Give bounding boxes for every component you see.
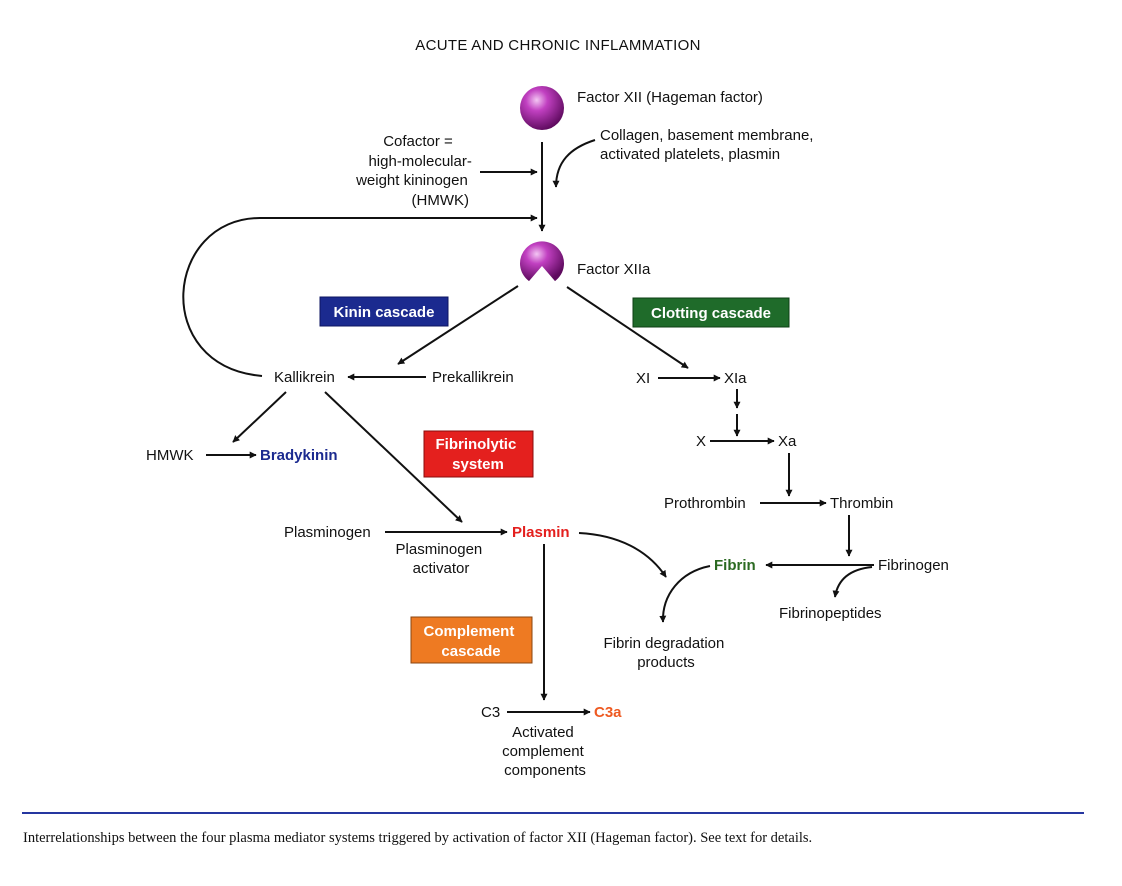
- clotting-cascade-label: Clotting cascade: [651, 305, 771, 322]
- xa-label: Xa: [778, 433, 797, 450]
- factor-xii-label: Factor XII (Hageman factor): [577, 89, 763, 106]
- thrombin-label: Thrombin: [830, 495, 893, 512]
- activators-label: Collagen, basement membrane, activated p…: [600, 127, 818, 163]
- page-header: ACUTE AND CHRONIC INFLAMMATION: [415, 37, 700, 54]
- bradykinin-label: Bradykinin: [260, 447, 338, 464]
- arrow-kallikrein-to-hmwk: [232, 391, 287, 443]
- fibrin-label: Fibrin: [714, 557, 756, 574]
- arrow-xiia-to-prekallikrein: [397, 285, 519, 365]
- prekallikrein-label: Prekallikrein: [432, 369, 514, 386]
- arrow-activators: [552, 139, 596, 188]
- arrow-xiia-to-xi: [566, 286, 689, 369]
- activated-complement-label: Activated complement components: [502, 724, 588, 779]
- cofactor-label: Cofactor = high-molecular- weight kinino…: [355, 133, 476, 209]
- arrow-plasmin-to-degradation: [578, 532, 667, 578]
- prothrombin-label: Prothrombin: [664, 495, 746, 512]
- xia-label: XIa: [724, 370, 747, 387]
- factor-xiia-label: Factor XIIa: [577, 261, 651, 278]
- notched-sphere-icon: [520, 241, 564, 282]
- plasmin-label: Plasmin: [512, 524, 570, 541]
- c3-label: C3: [481, 704, 500, 721]
- complement-cascade-box: [410, 616, 533, 664]
- kinin-cascade-label: Kinin cascade: [334, 304, 435, 321]
- arrow-kallikrein-feedback: [182, 214, 538, 377]
- fibrin-degradation-label: Fibrin degradation products: [603, 635, 728, 671]
- fibrinolytic-system-label: Fibrinolytic system: [435, 436, 520, 473]
- kinin-cascade-box: [319, 296, 449, 327]
- kallikrein-label: Kallikrein: [274, 369, 335, 386]
- hmwk-label: HMWK: [146, 447, 194, 464]
- sphere-icon: [520, 86, 564, 130]
- clotting-cascade-box: [632, 297, 790, 328]
- arrow-fibrin-to-degradation: [659, 565, 711, 623]
- c3a-label: C3a: [594, 704, 622, 721]
- plasminogen-activator-label: Plasminogen activator: [396, 541, 487, 577]
- fibrinolytic-system-box: [423, 430, 534, 478]
- arrow-fibrinogen-to-fibrinopeptides: [832, 566, 873, 598]
- figure-caption: Interrelationships between the four plas…: [23, 830, 813, 846]
- x-label: X: [696, 433, 706, 450]
- complement-cascade-label: Complement cascade: [423, 623, 518, 660]
- xi-label: XI: [636, 370, 650, 387]
- fibrinogen-label: Fibrinogen: [878, 557, 949, 574]
- arrow-kallikrein-to-plasmin: [324, 391, 463, 523]
- plasminogen-label: Plasminogen: [284, 524, 371, 541]
- fibrinopeptides-label: Fibrinopeptides: [779, 605, 882, 622]
